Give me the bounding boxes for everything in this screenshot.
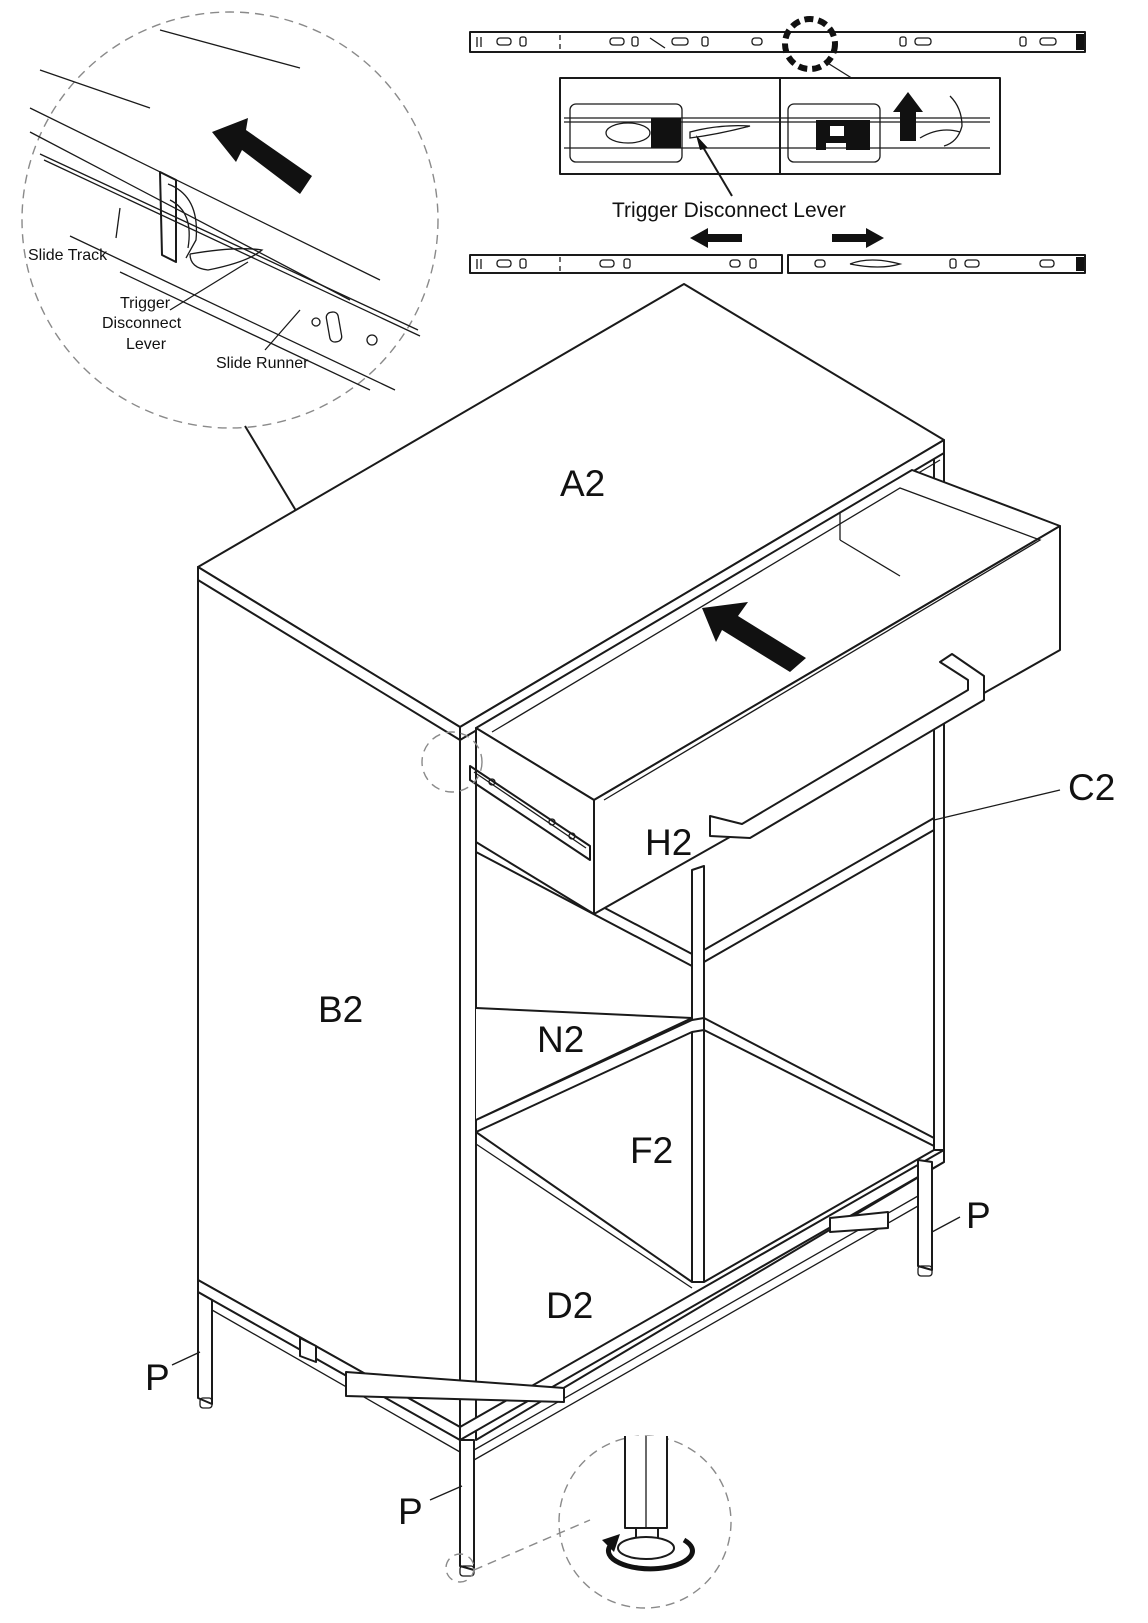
label-c2: C2 — [1068, 767, 1115, 808]
trigger-disconnect-lever-label: Trigger Disconnect Lever — [612, 199, 846, 222]
leg-frame — [197, 1159, 933, 1583]
slide-runner-label: Slide Runner — [216, 355, 309, 372]
arrow-left-icon — [690, 228, 742, 248]
label-f2: F2 — [630, 1130, 673, 1171]
label-p-left: P — [145, 1357, 170, 1398]
slide-track-label: Slide Track — [28, 247, 108, 264]
cabinet — [197, 283, 1061, 1609]
rotate-cw-icon — [605, 1537, 695, 1572]
arrow-left-up-icon — [212, 118, 312, 194]
label-b2: B2 — [318, 989, 363, 1030]
foot-zoom-detail — [558, 1435, 732, 1609]
drawer-push-arrow-icon — [702, 602, 806, 672]
trigger-label-line1: Trigger — [120, 295, 171, 312]
label-h2: H2 — [645, 822, 692, 863]
trigger-label-line3: Lever — [126, 336, 167, 353]
slide-detail-strip: Trigger Disconnect Lever — [469, 16, 1086, 274]
label-d2: D2 — [546, 1285, 593, 1326]
label-p-right: P — [966, 1195, 991, 1236]
slide-zoom-detail: Slide Track Trigger Disconnect Lever Sli… — [21, 11, 439, 429]
label-p-center: P — [398, 1491, 423, 1532]
label-n2: N2 — [537, 1019, 584, 1060]
label-a2: A2 — [560, 463, 605, 504]
arrow-right-icon — [832, 228, 884, 248]
trigger-label-line2: Disconnect — [102, 315, 182, 332]
